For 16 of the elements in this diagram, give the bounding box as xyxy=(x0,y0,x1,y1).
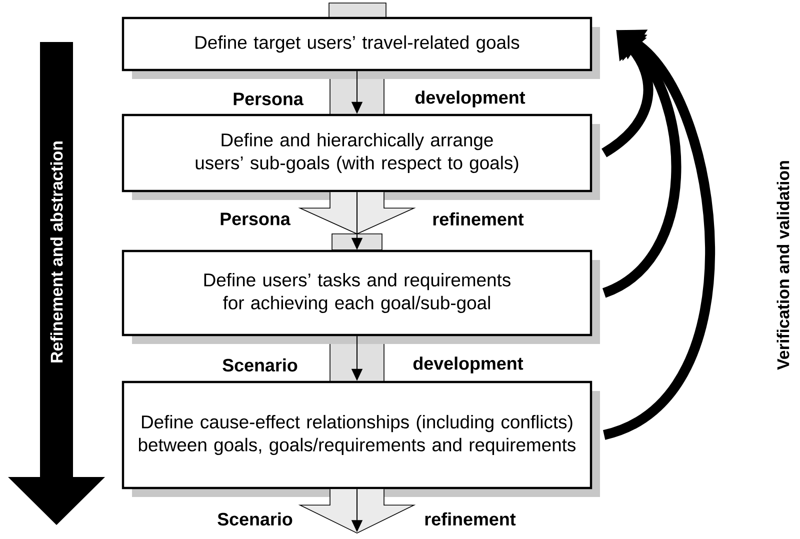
flow-label: Scenario xyxy=(218,512,292,526)
flow-label: Scenario xyxy=(222,358,298,372)
flow-label: refinement xyxy=(425,512,516,526)
flow-label: development xyxy=(413,356,524,374)
flow-label: refinement xyxy=(433,212,524,226)
flow-label: Persona xyxy=(234,92,304,106)
vertical-label: Verification and validation xyxy=(776,161,790,370)
block-arrow xyxy=(298,488,416,534)
vertical-label: Refinement and abstraction xyxy=(50,142,63,362)
process-box: Define users’ tasks and requirements for achieving each goal/sub-goal xyxy=(122,250,600,344)
process-box: Define target users’ travel-related goals xyxy=(122,16,600,79)
process-box: Define and hierarchically arrange users’ sub-goals (with respect to goals) xyxy=(122,114,600,200)
process-box: Define cause-effect relationships (including conflicts) between goals, goals/requirements and requirements xyxy=(122,380,600,497)
flow-label: development xyxy=(415,90,526,108)
flow-label: Persona xyxy=(220,212,290,226)
curved-arrow xyxy=(602,30,715,440)
